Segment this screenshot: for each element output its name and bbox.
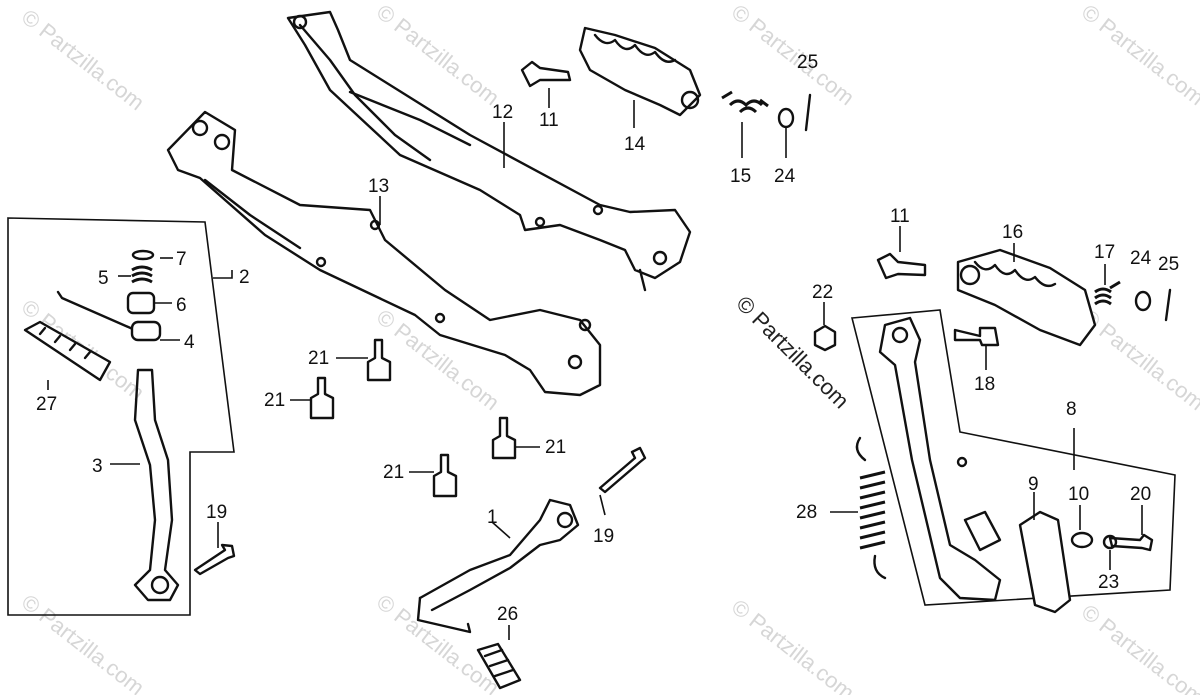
part-21-bolt[interactable] xyxy=(432,453,458,498)
callout-2: 2 xyxy=(239,267,250,288)
watermark: © Partzilla.com xyxy=(727,594,859,695)
callout-13: 13 xyxy=(368,176,389,197)
part-8-side-stand[interactable] xyxy=(878,316,1002,602)
callout-16: 16 xyxy=(1002,222,1023,243)
callout-15: 15 xyxy=(730,166,751,187)
watermark: © Partzilla.com xyxy=(17,589,149,695)
callout-14: 14 xyxy=(624,134,646,155)
watermark: © Partzilla.com xyxy=(17,4,149,115)
callout-20: 20 xyxy=(1130,484,1151,505)
callout-24: 24 xyxy=(1130,248,1152,269)
part-3-kick-arm[interactable] xyxy=(133,368,180,602)
callout-26: 26 xyxy=(497,604,518,625)
part-22-nut[interactable] xyxy=(813,324,837,352)
part-25-cotter-pin[interactable] xyxy=(804,93,812,132)
callout-21: 21 xyxy=(383,462,404,483)
part-19-bolt[interactable] xyxy=(598,446,647,494)
callout-19: 19 xyxy=(206,502,227,523)
callout-23: 23 xyxy=(1098,572,1119,593)
callout-8: 8 xyxy=(1066,399,1077,420)
callout-3: 3 xyxy=(92,456,103,477)
callout-11: 11 xyxy=(539,110,559,131)
group-box-kickstarter xyxy=(7,217,235,616)
callout-5: 5 xyxy=(98,268,109,289)
part-14-footpeg[interactable] xyxy=(578,26,702,117)
part-24-washer[interactable] xyxy=(777,107,795,129)
callout-21: 21 xyxy=(545,437,566,458)
part-19-bolt[interactable] xyxy=(193,543,236,576)
callout-1: 1 xyxy=(487,507,498,528)
callout-25: 25 xyxy=(797,52,818,73)
callout-27: 27 xyxy=(36,394,57,415)
callout-25: 25 xyxy=(1158,254,1179,275)
part-21-bolt[interactable] xyxy=(366,338,392,382)
callout-18: 18 xyxy=(974,374,995,395)
part-28-spring[interactable] xyxy=(855,436,887,580)
part-13-step-bar[interactable] xyxy=(166,110,602,397)
callout-19: 19 xyxy=(593,526,614,547)
part-18-bolt[interactable] xyxy=(953,326,1000,347)
part-6-bushing[interactable] xyxy=(126,291,156,315)
part-23-washer[interactable] xyxy=(1102,534,1118,550)
part-24-washer[interactable] xyxy=(1134,290,1152,312)
callout-7: 7 xyxy=(176,249,187,270)
callout-9: 9 xyxy=(1028,474,1039,495)
callout-21: 21 xyxy=(308,348,329,369)
part-16-footpeg[interactable] xyxy=(956,248,1097,347)
callout-10: 10 xyxy=(1068,484,1089,505)
leader-lines xyxy=(47,88,1143,640)
callout-21: 21 xyxy=(264,390,285,411)
part-27-rubber[interactable] xyxy=(23,320,112,382)
part-12-step-bar[interactable] xyxy=(286,10,692,292)
watermark: © Partzilla.com xyxy=(1077,599,1200,695)
watermark: © Partzilla.com xyxy=(372,0,504,110)
part-4-collar[interactable] xyxy=(130,320,162,342)
part-9-plate[interactable] xyxy=(1018,510,1072,614)
center-watermark: © Partzilla.com xyxy=(731,291,854,414)
watermark: © Partzilla.com xyxy=(1077,304,1200,415)
part-20-bolt[interactable] xyxy=(1108,533,1154,552)
callout-labels: 1 2 3 4 5 6 7 8 9 10 11 11 12 13 14 15 1… xyxy=(36,52,1179,625)
part-21-bolt[interactable] xyxy=(309,376,335,420)
part-5-spring[interactable] xyxy=(131,265,153,284)
part-10-collar[interactable] xyxy=(1070,531,1094,549)
callout-6: 6 xyxy=(176,295,187,316)
part-17-spring[interactable] xyxy=(1094,280,1121,306)
part-25-cotter-pin[interactable] xyxy=(1164,288,1172,322)
watermark: © Partzilla.com xyxy=(372,589,504,695)
callout-12: 12 xyxy=(492,102,513,123)
part-26-rubber[interactable] xyxy=(476,642,522,690)
callout-28: 28 xyxy=(796,502,817,523)
callout-11: 11 xyxy=(890,206,910,227)
callout-22: 22 xyxy=(812,282,833,303)
watermark: © Partzilla.com xyxy=(1077,0,1200,110)
callout-4: 4 xyxy=(184,332,195,353)
part-21-bolt[interactable] xyxy=(491,416,517,460)
part-11-pin[interactable] xyxy=(876,252,927,280)
part-15-spring[interactable] xyxy=(721,90,769,114)
group-box-sidestand xyxy=(850,309,1176,606)
callout-24: 24 xyxy=(774,166,796,187)
part-7-clip[interactable] xyxy=(131,249,155,261)
watermark: © Partzilla.com xyxy=(727,0,859,110)
part-11-pin[interactable] xyxy=(520,60,572,88)
part-1-change-pedal[interactable] xyxy=(416,498,580,634)
callout-17: 17 xyxy=(1094,242,1115,263)
